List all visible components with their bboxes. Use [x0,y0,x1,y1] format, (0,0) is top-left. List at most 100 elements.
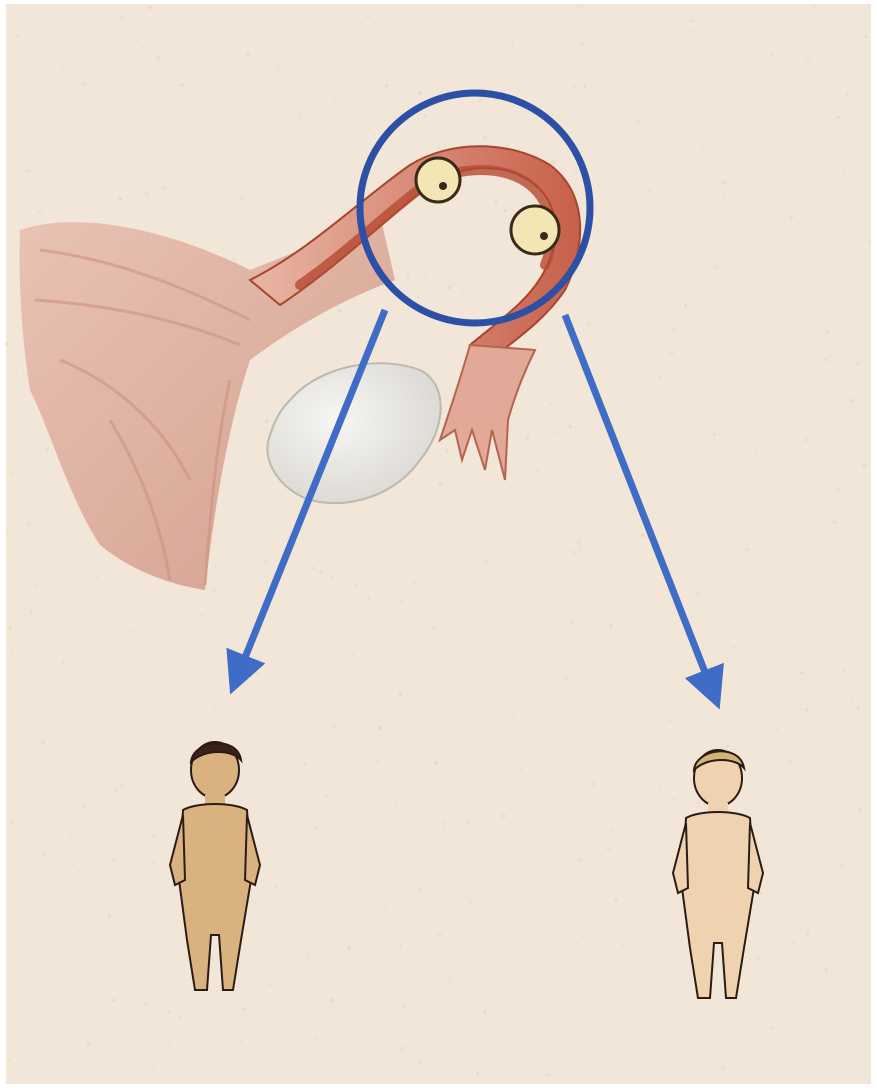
paper-speckle [304,684,305,685]
paper-speckle [55,783,57,785]
paper-speckle [484,136,487,139]
paper-speckle [366,137,368,139]
paper-speckle [411,479,413,481]
paper-speckle [680,752,682,754]
paper-speckle [445,449,449,453]
paper-speckle [574,947,576,949]
paper-speckle [275,885,278,888]
paper-speckle [367,127,370,130]
paper-speckle [844,926,845,927]
paper-speckle [659,785,661,787]
paper-speckle [118,198,122,202]
paper-speckle [475,30,477,32]
paper-speckle [265,559,269,563]
paper-speckle [365,788,368,791]
paper-speckle [435,729,437,731]
paper-speckle [352,654,355,657]
paper-speckle [698,802,701,805]
paper-speckle [166,927,169,930]
paper-speckle [551,160,555,164]
paper-speckle [578,858,582,862]
paper-speckle [684,304,687,307]
paper-speckle [846,358,847,359]
paper-speckle [108,208,110,210]
paper-speckle [164,713,166,715]
paper-speckle [689,29,692,32]
paper-speckle [445,850,447,852]
paper-speckle [161,186,165,190]
paper-speckle [825,330,829,334]
paper-speckle [312,567,315,570]
paper-speckle [349,310,350,311]
paper-speckle [622,475,624,477]
paper-speckle [417,1060,421,1064]
paper-speckle [578,546,581,549]
paper-speckle [694,798,695,799]
paper-speckle [420,581,422,583]
paper-speckle [375,759,379,763]
paper-speckle [823,350,825,352]
paper-speckle [848,195,850,197]
paper-speckle [774,35,776,37]
paper-speckle [580,6,583,9]
paper-speckle [562,1018,563,1019]
paper-speckle [8,1059,11,1062]
paper-speckle [722,181,726,185]
paper-speckle [429,609,431,611]
paper-speckle [694,751,696,753]
paper-speckle [772,1027,774,1029]
paper-speckle [287,513,289,515]
paper-speckle [572,550,576,554]
paper-speckle [530,716,532,718]
paper-speckle [834,759,836,761]
paper-speckle [863,1013,866,1016]
paper-speckle [632,349,633,350]
paper-speckle [592,782,596,786]
paper-speckle [465,821,468,824]
paper-speckle [9,626,13,630]
paper-speckle [761,524,764,527]
paper-speckle [840,865,844,869]
paper-speckle [233,258,237,262]
paper-speckle [72,955,73,956]
paper-speckle [112,859,116,863]
paper-speckle [507,144,509,146]
paper-speckle [476,1072,479,1075]
paper-speckle [672,328,675,331]
paper-speckle [168,1044,170,1046]
paper-speckle [639,535,641,537]
paper-speckle [131,630,134,633]
paper-speckle [10,473,13,476]
paper-speckle [791,942,794,945]
paper-speckle [179,1015,182,1018]
paper-speckle [137,938,140,941]
paper-speckle [560,119,562,121]
paper-speckle [864,35,868,39]
paper-speckle [764,864,766,866]
paper-speckle [851,399,855,403]
paper-speckle [846,312,848,314]
paper-speckle [384,908,387,911]
paper-speckle [62,66,64,68]
paper-speckle [149,5,153,9]
paper-speckle [773,375,775,377]
paper-speckle [202,1023,204,1025]
paper-speckle [243,1007,246,1010]
paper-speckle [857,706,860,709]
paper-speckle [94,575,98,579]
paper-speckle [12,213,13,214]
paper-speckle [5,529,8,532]
paper-speckle [291,33,292,34]
paper-speckle [183,768,185,770]
paper-speckle [806,931,810,935]
paper-speckle [858,808,862,812]
paper-speckle [541,157,542,158]
paper-speckle [583,85,586,88]
paper-speckle [38,210,42,214]
paper-speckle [120,16,124,20]
paper-speckle [25,169,28,172]
paper-speckle [27,523,31,527]
paper-speckle [570,620,574,624]
paper-speckle [402,1005,405,1008]
